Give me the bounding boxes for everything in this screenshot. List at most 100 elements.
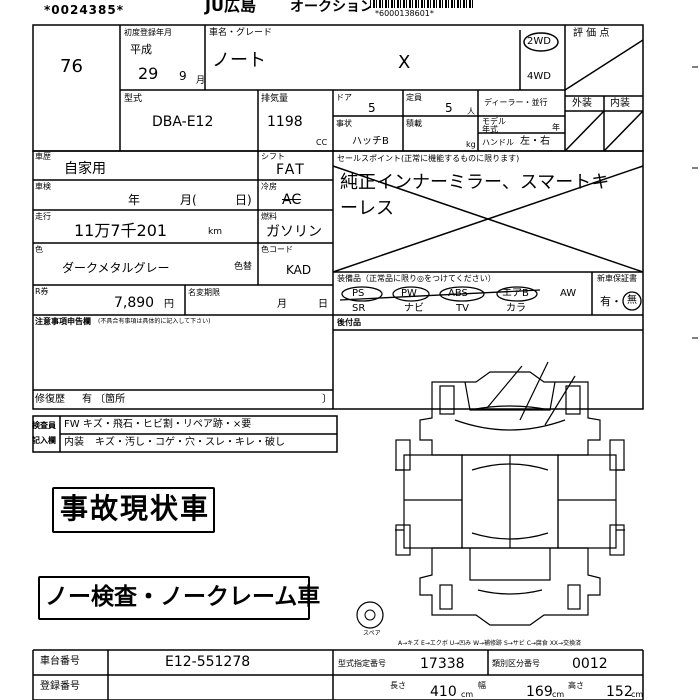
category-number: 0012 (572, 656, 608, 672)
color-value: ダークメタルグレー (62, 261, 170, 275)
repair-close: 〕 (322, 394, 332, 405)
width-unit: cm (552, 690, 565, 699)
model-year-label: モデル年式 (482, 117, 506, 134)
height-label: 高さ (568, 681, 584, 690)
equip-tv: TV (456, 303, 469, 314)
business-label: 事状 (336, 119, 352, 128)
car-name: ノート (212, 50, 266, 71)
sales-points-line1: 純正インナーミラー、スマートキ (340, 172, 610, 193)
width-label: 幅 (478, 681, 486, 690)
width-value: 169 (526, 684, 553, 700)
recycle-amount: 7,890 (114, 295, 155, 311)
year-unit: 年 (552, 123, 560, 132)
no-claim-stamp: ノー検査・ノークレーム車 (38, 576, 320, 620)
shape-value: ハッチB (352, 136, 389, 147)
interior-row: キズ・汚し・コゲ・穴・スレ・キレ・破し (95, 437, 285, 448)
color-label: 色 (35, 245, 43, 254)
inspection-day-unit: 日) (235, 193, 252, 207)
no-claim-stamp-text: ノー検査・ノークレーム車 (45, 583, 321, 610)
first-reg-era: 平成 (130, 43, 152, 56)
displacement-label: 排気量 (261, 94, 289, 104)
first-reg-month: 9 (179, 69, 187, 83)
inspection-label: 車検 (35, 182, 51, 191)
type-designation: 17338 (420, 656, 465, 672)
height-value: 152 (606, 684, 633, 700)
capacity-value: 5 (445, 101, 453, 115)
barcode (370, 0, 475, 8)
drive-4wd: 4WD (527, 71, 551, 82)
doors-value: 5 (368, 101, 376, 115)
equip-aw: AW (560, 288, 577, 299)
first-reg-label: 初度登録年月 (124, 28, 172, 37)
interior-row-label: 内装 (64, 437, 84, 448)
mileage-value: 11万7千201 (74, 221, 168, 240)
model-value: DBA-E12 (152, 114, 214, 130)
aftermarket-label: 後付品 (337, 318, 361, 327)
inspection-year-unit: 年 (128, 193, 141, 207)
km-unit: km (208, 227, 222, 237)
damage-legend: A→キズ E→エクボ U→凹み W→補修跡 S→サビ C→腐食 XX→交換済 (398, 640, 582, 647)
type-designation-label: 型式指定番号 (338, 659, 386, 668)
inspector-label-1: 検査員 (32, 421, 56, 430)
nc-month-unit: 月 (277, 299, 287, 310)
recycle-label: R券 (35, 287, 49, 296)
repair-history-value: 有 〔箇所 (82, 394, 126, 405)
nc-day-unit: 日 (318, 299, 328, 310)
handle-label: ハンドル (482, 138, 514, 147)
car-grade: X (398, 52, 411, 73)
first-reg-year: 29 (138, 64, 159, 83)
equip-airbag: エアB (502, 288, 529, 299)
color-code-label: 色コード (261, 245, 293, 254)
equip-color: カラ (506, 303, 526, 314)
load-label: 積載 (406, 119, 422, 128)
inspector-label-2: 記入欄 (32, 436, 56, 445)
equip-navi: ナビ (404, 303, 424, 314)
chassis-number: E12-551278 (165, 654, 251, 670)
sheet-code: *0024385* (44, 3, 124, 17)
spare-tire (356, 601, 384, 629)
interior-label: 内装 (610, 98, 630, 109)
name-grade-label: 車名・グレード (209, 28, 273, 38)
usage-value: 自家用 (64, 161, 106, 177)
color-code-value: KAD (286, 263, 312, 277)
equip-sr: SR (352, 303, 366, 314)
cc-unit: CC (316, 138, 328, 147)
reg-number-label: 登録番号 (40, 681, 80, 692)
handle-value: 左・右 (520, 136, 550, 147)
capacity-label: 定員 (406, 93, 422, 102)
shift-value: FAT (276, 162, 306, 178)
auction-name: オークション (290, 0, 374, 15)
inspection-month-unit: 月( (180, 193, 197, 207)
ac-value: AC (282, 192, 302, 208)
displacement-value: 1198 (267, 114, 303, 130)
model-label: 型式 (124, 94, 143, 104)
color-change-label: 色替 (234, 262, 253, 272)
yen-unit: 円 (164, 299, 174, 310)
new-warranty-value: 有・ (600, 295, 622, 308)
doors-label: ドア (336, 93, 352, 102)
length-unit: cm (461, 690, 474, 699)
accident-stamp: 事故現状車 (52, 487, 215, 533)
length-label: 長さ (390, 681, 406, 690)
equip-abs: ABS (448, 288, 468, 299)
fuel-label: 燃料 (261, 212, 277, 221)
caution-label: 注意事項申告欄 (35, 317, 91, 326)
equipment-label: 装備品（正常品に限り◎をつけてください） (337, 274, 496, 283)
score-label: 評 価 点 (573, 28, 610, 39)
accident-stamp-text: 事故現状車 (60, 492, 211, 525)
fw-row: FW キズ・飛石・ヒビ割・リペア跡・×要 (64, 419, 252, 430)
barcode-text: *6000138601* (375, 9, 434, 18)
fuel-value: ガソリン (266, 224, 322, 240)
kg-unit: kg (466, 140, 476, 149)
new-warranty-circle: 無 (627, 295, 637, 306)
first-reg-month-unit: 月 (196, 76, 206, 86)
usage-label: 車歴 (35, 152, 51, 161)
ac-label: 冷房 (261, 182, 277, 191)
exterior-label: 外装 (572, 98, 592, 109)
header-strip: *0024385* JU広島 オークション *6000138601* (0, 0, 700, 20)
venue-name: JU広島 (205, 0, 256, 15)
length-value: 410 (430, 684, 457, 700)
lot-number: 76 (60, 56, 83, 77)
category-label: 類別区分番号 (492, 659, 540, 668)
